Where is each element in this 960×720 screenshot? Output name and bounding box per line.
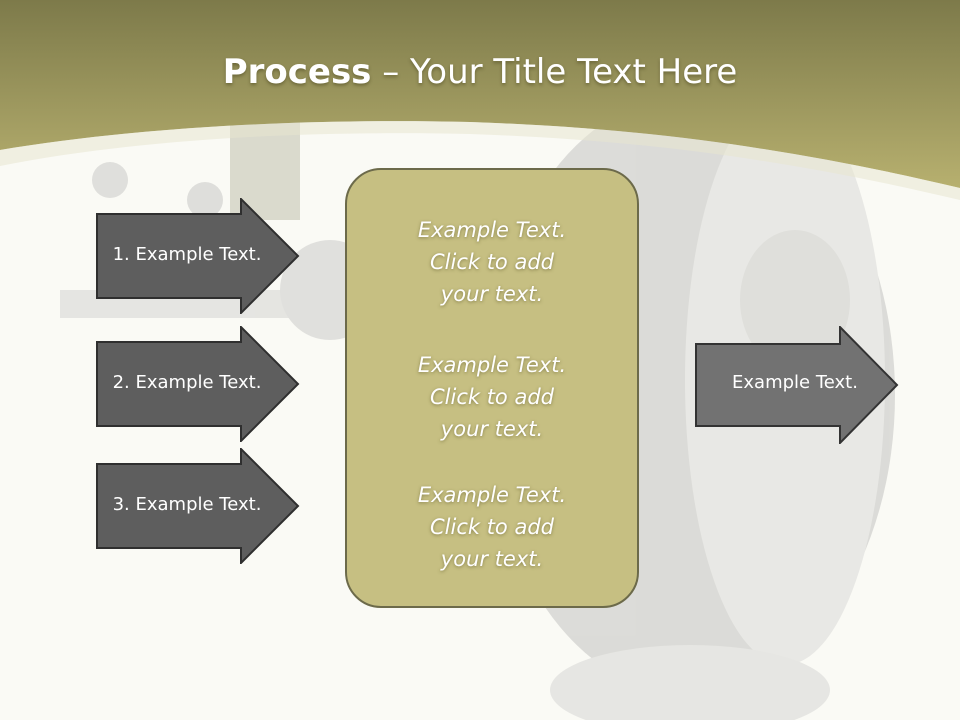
center-content-box[interactable]: Example Text. Click to add your text. Ex… (345, 168, 639, 608)
step-arrow-1[interactable]: 1. Example Text. (96, 196, 300, 318)
arrow-shape-3 (96, 446, 300, 566)
paragraph-line: your text. (440, 547, 544, 571)
step-label-1: 1. Example Text. (112, 244, 262, 265)
step-label-2: 2. Example Text. (112, 372, 262, 393)
output-arrow[interactable]: Example Text. (695, 324, 899, 448)
paragraph-line: your text. (440, 417, 544, 441)
center-paragraph-1: Example Text. Click to add your text. (347, 214, 637, 310)
title-rest: – Your Title Text Here (371, 52, 738, 92)
output-label: Example Text. (732, 372, 858, 393)
step-arrow-2[interactable]: 2. Example Text. (96, 324, 300, 446)
arrow-shape-2 (96, 324, 300, 444)
paragraph-line: Example Text. (417, 483, 567, 507)
paragraph-line: Click to add (429, 515, 554, 539)
step-label-3: 3. Example Text. (112, 494, 262, 515)
arrow-shape-1 (96, 196, 300, 316)
slide-title: Process – Your Title Text Here (0, 52, 960, 92)
paragraph-line: your text. (440, 282, 544, 306)
paragraph-line: Click to add (429, 250, 554, 274)
paragraph-line: Example Text. (417, 218, 567, 242)
center-paragraph-2: Example Text. Click to add your text. (347, 349, 637, 445)
center-paragraph-3: Example Text. Click to add your text. (347, 479, 637, 575)
paragraph-line: Click to add (429, 385, 554, 409)
output-arrow-shape (695, 324, 899, 446)
step-arrow-3[interactable]: 3. Example Text. (96, 446, 300, 568)
title-bold: Process (222, 52, 372, 92)
paragraph-line: Example Text. (417, 353, 567, 377)
